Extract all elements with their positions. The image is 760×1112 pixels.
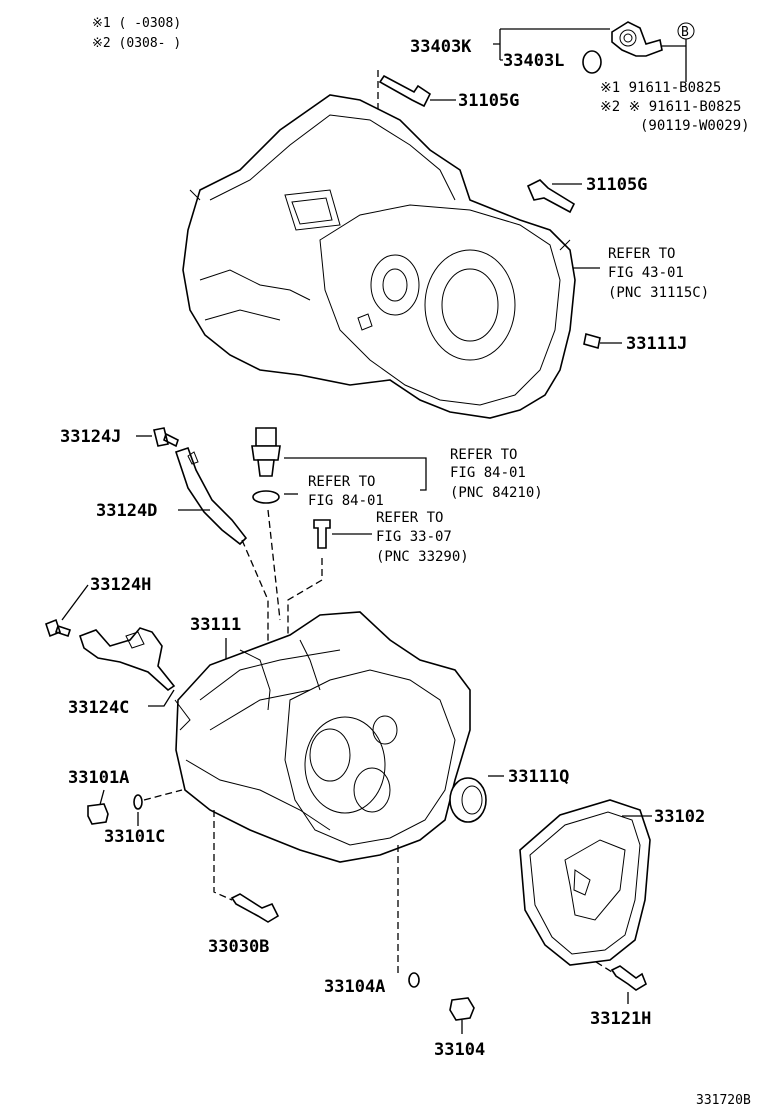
label-33102[interactable]: 33102 — [654, 807, 705, 827]
sensor-switch — [251, 427, 281, 477]
label-33124C[interactable]: 33124C — [68, 698, 129, 718]
ref-fig84-left-line1: REFER TO — [308, 474, 375, 490]
label-33104A[interactable]: 33104A — [324, 977, 385, 997]
gasket-33104A — [408, 972, 420, 988]
callout-b-line-2: ※2 ※ 91611-B0825 — [600, 99, 741, 115]
bolt-33030B — [230, 893, 280, 923]
label-33111[interactable]: 33111 — [190, 615, 241, 635]
ref-fig43-line1: REFER TO — [608, 246, 675, 262]
label-33124D[interactable]: 33124D — [96, 501, 157, 521]
figure-id: 331720B — [696, 1093, 751, 1108]
callout-b-line-3: (90119-W0029) — [640, 118, 750, 134]
transaxle-housing-upper — [182, 94, 576, 419]
ref-fig43-line3: (PNC 31115C) — [608, 285, 709, 301]
label-33101A[interactable]: 33101A — [68, 768, 129, 788]
bolt-33124H — [45, 618, 72, 638]
gasket-washer — [252, 490, 280, 504]
ref-fig84-right-line3: (PNC 84210) — [450, 485, 543, 501]
ref-fig33-line2: FIG 33-07 — [376, 529, 452, 545]
label-33101C[interactable]: 33101C — [104, 827, 165, 847]
plug-33104 — [449, 997, 475, 1021]
bolt-31105G-mid — [526, 179, 576, 214]
plug-33290 — [313, 519, 331, 549]
ref-fig84-left-line2: FIG 84-01 — [308, 493, 384, 509]
callout-b-letter: B — [681, 25, 689, 40]
label-33403L[interactable]: 33403L — [503, 51, 564, 71]
seal-ring-33403L — [582, 50, 602, 74]
bolt-31105G-top — [378, 74, 432, 108]
oil-seal-33111Q — [449, 777, 487, 823]
label-33104[interactable]: 33104 — [434, 1040, 485, 1060]
lock-plate-33124D — [174, 446, 248, 546]
ref-fig84-right-line2: FIG 84-01 — [450, 465, 526, 481]
label-33121H[interactable]: 33121H — [590, 1009, 651, 1029]
label-33124J[interactable]: 33124J — [60, 427, 121, 447]
label-33030B[interactable]: 33030B — [208, 937, 269, 957]
lock-plate-33124C — [78, 627, 176, 692]
label-33403K[interactable]: 33403K — [410, 37, 472, 57]
label-33124H[interactable]: 33124H — [90, 575, 151, 595]
ref-fig33-line3: (PNC 33290) — [376, 549, 469, 565]
callout-b-line-1: ※1 91611-B0825 — [600, 80, 721, 96]
bolt-33121H — [610, 965, 647, 991]
dowel-pin-33111J — [583, 332, 601, 350]
ref-fig43-line2: FIG 43-01 — [608, 265, 684, 281]
ref-fig33-line1: REFER TO — [376, 510, 443, 526]
speedometer-sleeve-33403K — [611, 21, 663, 57]
label-33111J[interactable]: 33111J — [626, 334, 687, 354]
label-31105G-top[interactable]: 31105G — [458, 91, 519, 111]
bolt-33124J — [153, 427, 179, 448]
ref-fig84-right-line1: REFER TO — [450, 447, 517, 463]
note-1: ※1 ( -0308) — [92, 16, 181, 31]
label-31105G-mid[interactable]: 31105G — [586, 175, 647, 195]
drain-plug-33101A — [87, 803, 109, 825]
label-33111Q[interactable]: 33111Q — [508, 767, 569, 787]
gasket-33101C — [133, 794, 143, 810]
side-cover-33102 — [519, 799, 651, 966]
note-2: ※2 (0308- ) — [92, 36, 181, 51]
transaxle-case-33111 — [174, 611, 471, 863]
